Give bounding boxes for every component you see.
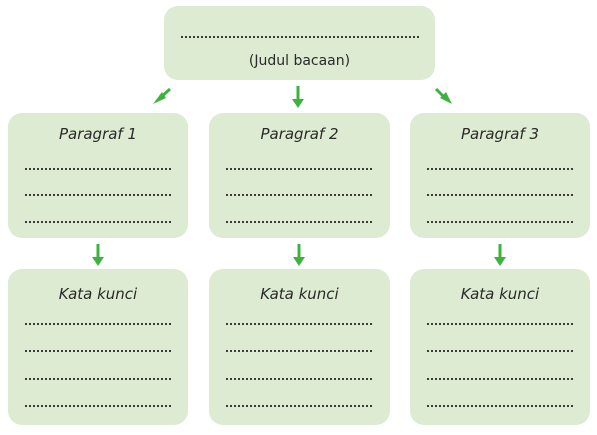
keyword-blank-line [226,323,372,325]
paragraph-blank-line [427,194,573,196]
paragraph-blank-line [25,168,171,170]
keyword-blank-line [25,378,171,380]
keyword-blank-line [25,323,171,325]
keyword-heading: Kata kunci [460,285,540,303]
paragraph-blank-line [427,168,573,170]
keyword-blank-line [427,378,573,380]
keyword-blank-line [427,323,573,325]
paragraph-blank-line [25,221,171,223]
paragraph-box-2: Paragraf 2 [209,113,390,238]
arrow-title-to-paragraph-2 [292,86,304,108]
keyword-blank-line [226,378,372,380]
keyword-heading: Kata kunci [260,285,339,303]
paragraph-box-1: Paragraf 1 [8,113,188,238]
paragraph-box-3: Paragraf 3 [410,113,590,238]
paragraph-blank-line [25,194,171,196]
arrow-paragraph-1-to-keywords [92,244,104,266]
title-caption: (Judul bacaan) [248,53,351,69]
keyword-box-3: Kata kunci [410,269,590,425]
keyword-heading: Kata kunci [58,285,138,303]
paragraph-heading: Paragraf 1 [58,125,138,143]
arrow-title-to-paragraph-3 [434,87,452,104]
arrow-paragraph-3-to-keywords [494,244,506,266]
paragraph-blank-line [427,221,573,223]
arrow-title-to-paragraph-1 [153,87,172,104]
keyword-blank-line [25,350,171,352]
keyword-blank-line [25,405,171,407]
paragraph-blank-line [226,194,372,196]
paragraph-heading: Paragraf 3 [460,125,540,143]
arrow-paragraph-2-to-keywords [293,244,305,266]
paragraph-blank-line [226,168,372,170]
paragraph-blank-line [226,221,372,223]
keyword-box-2: Kata kunci [209,269,390,425]
title-box: (Judul bacaan) [164,6,435,80]
keyword-box-1: Kata kunci [8,269,188,425]
keyword-blank-line [226,405,372,407]
keyword-blank-line [427,405,573,407]
title-blank-line [181,36,419,38]
keyword-blank-line [226,350,372,352]
paragraph-heading: Paragraf 2 [260,125,339,143]
keyword-blank-line [427,350,573,352]
